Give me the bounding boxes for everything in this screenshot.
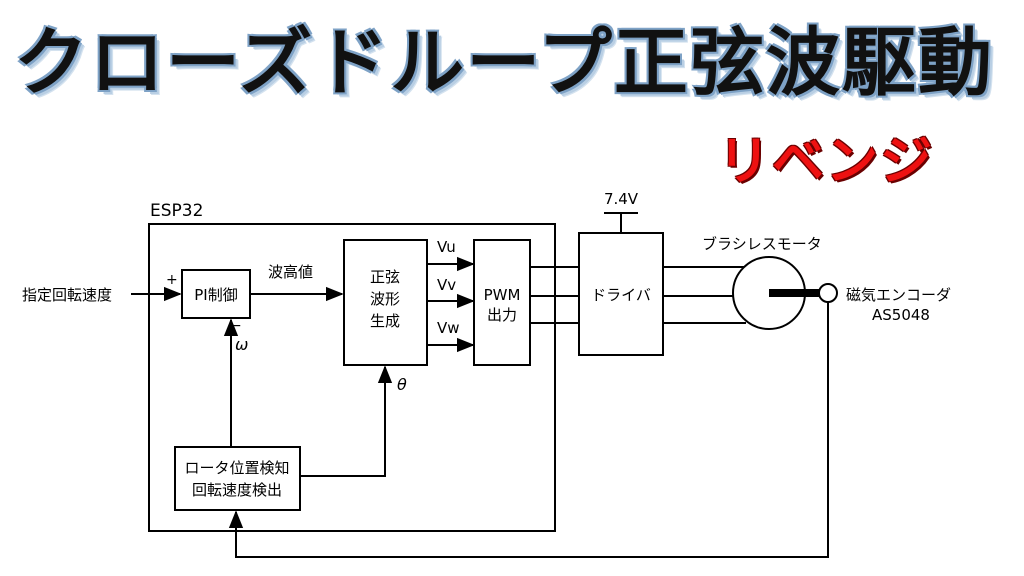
page-title: クローズドループ正弦波駆動: [14, 20, 994, 106]
motor-label: ブラシレスモータ: [702, 235, 822, 253]
vw-label: Vw: [437, 319, 460, 337]
omega-label: ω: [235, 335, 248, 354]
detector-line-1: ロータ位置検知: [184, 459, 289, 477]
theta-label: θ: [397, 375, 407, 394]
rotor-detector-block: [174, 446, 301, 511]
pi-control-label: PI制御: [194, 286, 237, 304]
vu-label: Vu: [437, 238, 456, 256]
esp32-boundary: [148, 223, 556, 532]
page-subtitle: リベンジ: [718, 132, 935, 192]
plus-sign: +: [166, 272, 178, 288]
detector-line-2: 回転速度検出: [192, 481, 282, 499]
driver-label: ドライバ: [591, 286, 651, 304]
sine-block-line-3: 生成: [370, 312, 400, 330]
supply-voltage-label: 7.4V: [604, 190, 639, 208]
esp32-label: ESP32: [150, 201, 203, 221]
driver-block: [578, 232, 664, 356]
sine-block-line-1: 正弦: [370, 268, 400, 286]
sine-block-line-2: 波形: [370, 290, 400, 308]
vv-label: Vv: [437, 276, 456, 294]
input-speed-label: 指定回転速度: [22, 286, 112, 304]
pwm-output-block: [473, 239, 531, 366]
feedback-line: [228, 302, 829, 558]
encoder-circle: [818, 283, 838, 303]
pwm-block-line-1: PWM: [484, 286, 521, 304]
pwm-block-line-2: 出力: [487, 306, 517, 324]
pi-control-block: [181, 269, 251, 319]
amplitude-label: 波高値: [268, 263, 313, 281]
sine-generator-block: [343, 239, 428, 366]
encoder-label-1: 磁気エンコーダ: [846, 286, 951, 304]
theta-feedback-arrow: [300, 365, 393, 477]
encoder-label-2: AS5048: [872, 306, 930, 324]
